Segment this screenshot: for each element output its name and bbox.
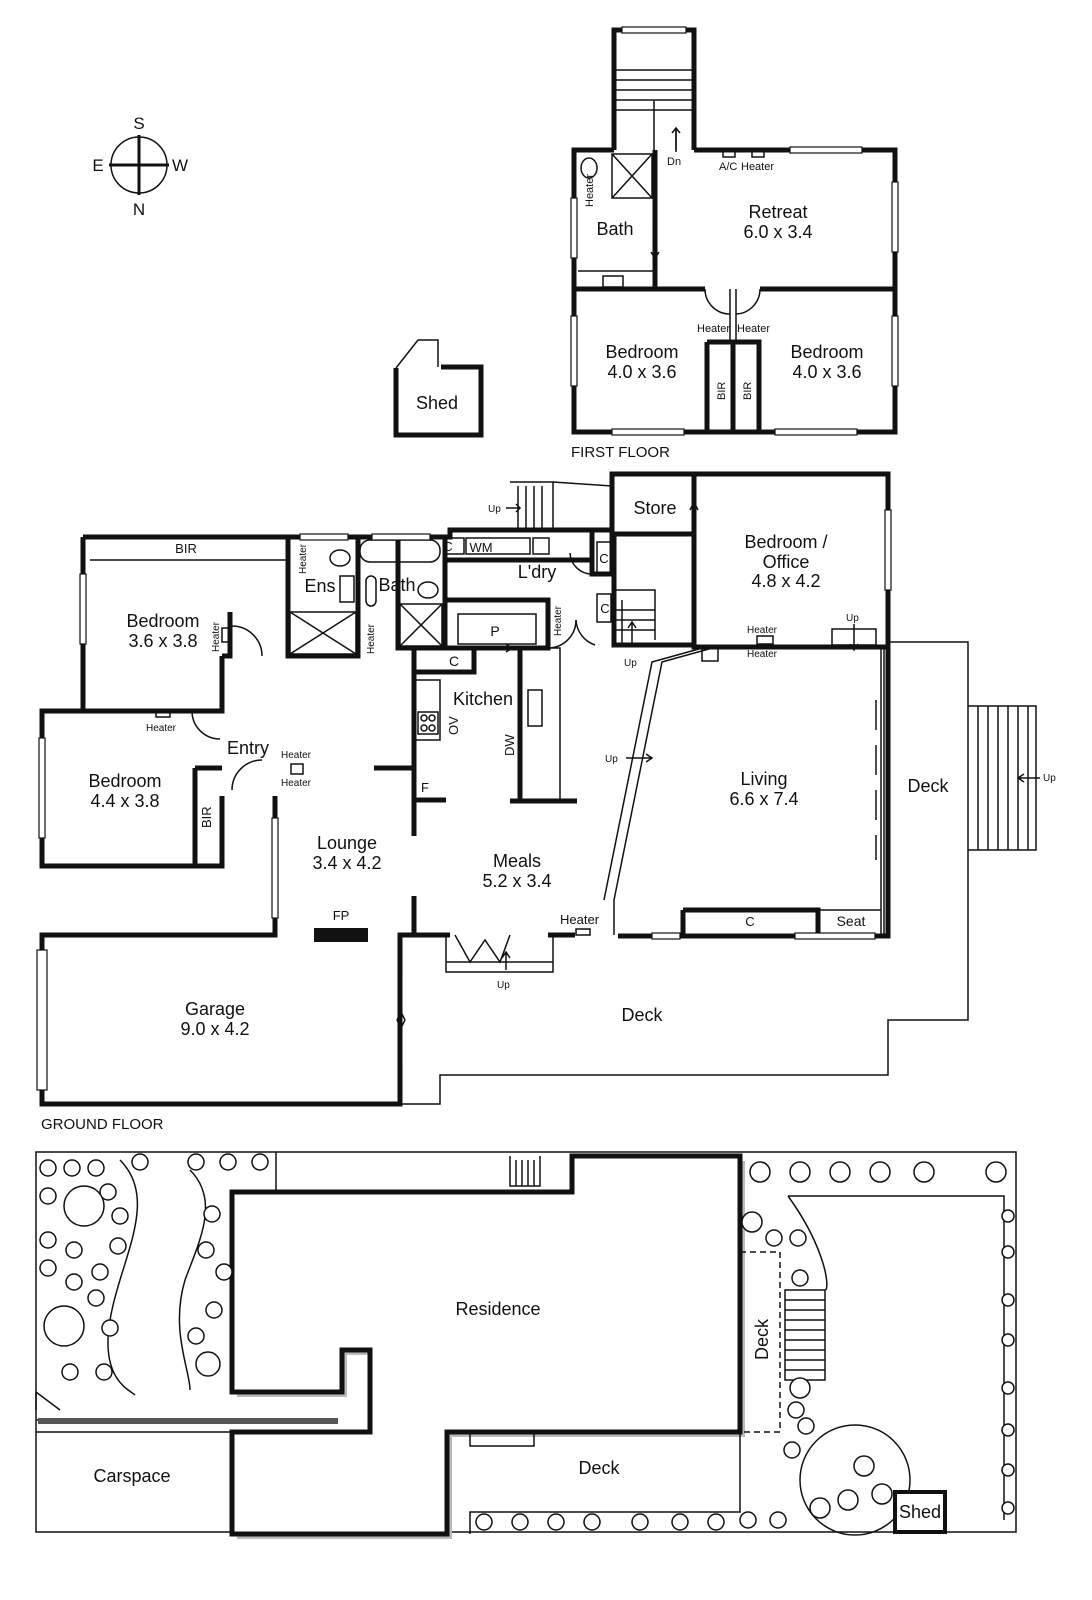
gf-heater-entry-1: Heater bbox=[281, 750, 312, 761]
ff-ac-label: A/C bbox=[719, 161, 737, 173]
entry-label: Entry bbox=[227, 738, 269, 758]
gf-heater-ens: Heater bbox=[298, 543, 309, 574]
bedroom-2-dim: 4.4 x 3.8 bbox=[90, 791, 159, 811]
ff-bir-2: BIR bbox=[742, 382, 754, 400]
fireplace-label: FP bbox=[333, 908, 350, 923]
laundry-label: L'dry bbox=[518, 562, 556, 582]
gf-up-rear: Up bbox=[488, 504, 501, 515]
garage-dim: 9.0 x 4.2 bbox=[180, 1019, 249, 1039]
ground-floor: BIR Heater Heater Heater Heater Heater H… bbox=[36, 471, 1056, 1133]
compass-west-label: W bbox=[172, 156, 188, 175]
compass-south-label: S bbox=[133, 114, 144, 133]
gf-bath-label: Bath bbox=[378, 575, 415, 595]
gf-pantry-label: P bbox=[490, 623, 499, 639]
lounge-dim: 3.4 x 4.2 bbox=[312, 853, 381, 873]
bedroom-1-dim: 3.6 x 3.8 bbox=[128, 631, 197, 651]
ff-bir-1: BIR bbox=[716, 382, 728, 400]
gf-heater-entry-2: Heater bbox=[281, 778, 312, 789]
gf-c-bath: C bbox=[443, 539, 452, 554]
ff-bedroom-left-dim: 4.0 x 3.6 bbox=[607, 362, 676, 382]
gf-up-office: Up bbox=[846, 613, 859, 624]
gf-wm-label: WM bbox=[469, 540, 492, 555]
office-dim: 4.8 x 4.2 bbox=[751, 571, 820, 591]
meals-label: Meals bbox=[493, 851, 541, 871]
retreat-label: Retreat bbox=[748, 202, 807, 222]
compass-north-label: N bbox=[133, 200, 145, 219]
gf-heater-living: Heater bbox=[747, 649, 778, 660]
residence-label: Residence bbox=[455, 1299, 540, 1319]
gf-heater-bed2: Heater bbox=[146, 723, 177, 734]
living-dim: 6.6 x 7.4 bbox=[729, 789, 798, 809]
ff-heater-bed2: Heater bbox=[737, 323, 770, 335]
gf-dw-label: DW bbox=[502, 734, 517, 756]
gf-heater-bath: Heater bbox=[366, 623, 377, 654]
site-shed-label: Shed bbox=[899, 1502, 941, 1522]
gf-heater-bed1: Heater bbox=[211, 621, 222, 652]
ff-heater-bed1: Heater bbox=[697, 323, 730, 335]
retreat-dim: 6.0 x 3.4 bbox=[743, 222, 812, 242]
deck-label: Deck bbox=[621, 1005, 663, 1025]
gf-fridge-label: F bbox=[421, 780, 429, 795]
kitchen-label: Kitchen bbox=[453, 689, 513, 709]
gf-up-ldry: Up bbox=[624, 658, 637, 669]
garage-label: Garage bbox=[185, 999, 245, 1019]
shed-top: Shed bbox=[393, 339, 484, 438]
gf-up-stair: Up bbox=[605, 754, 618, 765]
ff-bedroom-right-label: Bedroom bbox=[790, 342, 863, 362]
gf-up-deck: Up bbox=[1043, 773, 1056, 784]
store-label: Store bbox=[633, 498, 676, 518]
bedroom-1-label: Bedroom bbox=[126, 611, 199, 631]
gf-heater-meals: Heater bbox=[560, 912, 600, 927]
ff-bedroom-left-label: Bedroom bbox=[605, 342, 678, 362]
compass-east-label: E bbox=[92, 156, 103, 175]
ff-dn-label: Dn bbox=[667, 156, 681, 168]
gf-heater-ldry: Heater bbox=[553, 605, 564, 636]
lounge-label: Lounge bbox=[317, 833, 377, 853]
ground-floor-label: GROUND FLOOR bbox=[41, 1116, 164, 1133]
ensuite-label: Ens bbox=[304, 576, 335, 596]
bedroom-2-label: Bedroom bbox=[88, 771, 161, 791]
gf-c-living: C bbox=[745, 914, 754, 929]
deck-right-label: Deck bbox=[907, 776, 949, 796]
gf-c-kitchen: C bbox=[449, 653, 459, 669]
seat-label: Seat bbox=[837, 913, 866, 929]
first-floor-label: FIRST FLOOR bbox=[571, 444, 670, 461]
ff-bedroom-right-dim: 4.0 x 3.6 bbox=[792, 362, 861, 382]
meals-dim: 5.2 x 3.4 bbox=[482, 871, 551, 891]
site-plan: Residence Deck Deck Carspace Shed bbox=[35, 1151, 1017, 1539]
gf-oven-label: OV bbox=[446, 716, 461, 735]
ff-heater-retreat: Heater bbox=[741, 161, 774, 173]
site-deck-side-label: Deck bbox=[752, 1318, 772, 1360]
gf-c-ldry-2: C bbox=[600, 601, 609, 616]
site-deck-bottom-label: Deck bbox=[578, 1458, 620, 1478]
ff-heater-bath: Heater bbox=[584, 174, 596, 207]
gf-up-meals: Up bbox=[497, 980, 510, 991]
shrubs bbox=[39, 1153, 1015, 1531]
ff-bath-label: Bath bbox=[596, 219, 633, 239]
office-label-2: Office bbox=[763, 552, 810, 572]
first-floor: A/C Heater Heater Heater Heater Dn Retre… bbox=[570, 26, 899, 461]
shed-top-label: Shed bbox=[416, 393, 458, 413]
carspace-label: Carspace bbox=[93, 1466, 170, 1486]
living-label: Living bbox=[740, 769, 787, 789]
gf-heater-office: Heater bbox=[747, 625, 778, 636]
gf-c-ldry-1: C bbox=[599, 551, 608, 566]
compass: S E W N bbox=[92, 114, 188, 219]
office-label-1: Bedroom / bbox=[744, 532, 827, 552]
gf-bir-top: BIR bbox=[175, 541, 197, 556]
gf-bir-bed2: BIR bbox=[199, 806, 214, 828]
